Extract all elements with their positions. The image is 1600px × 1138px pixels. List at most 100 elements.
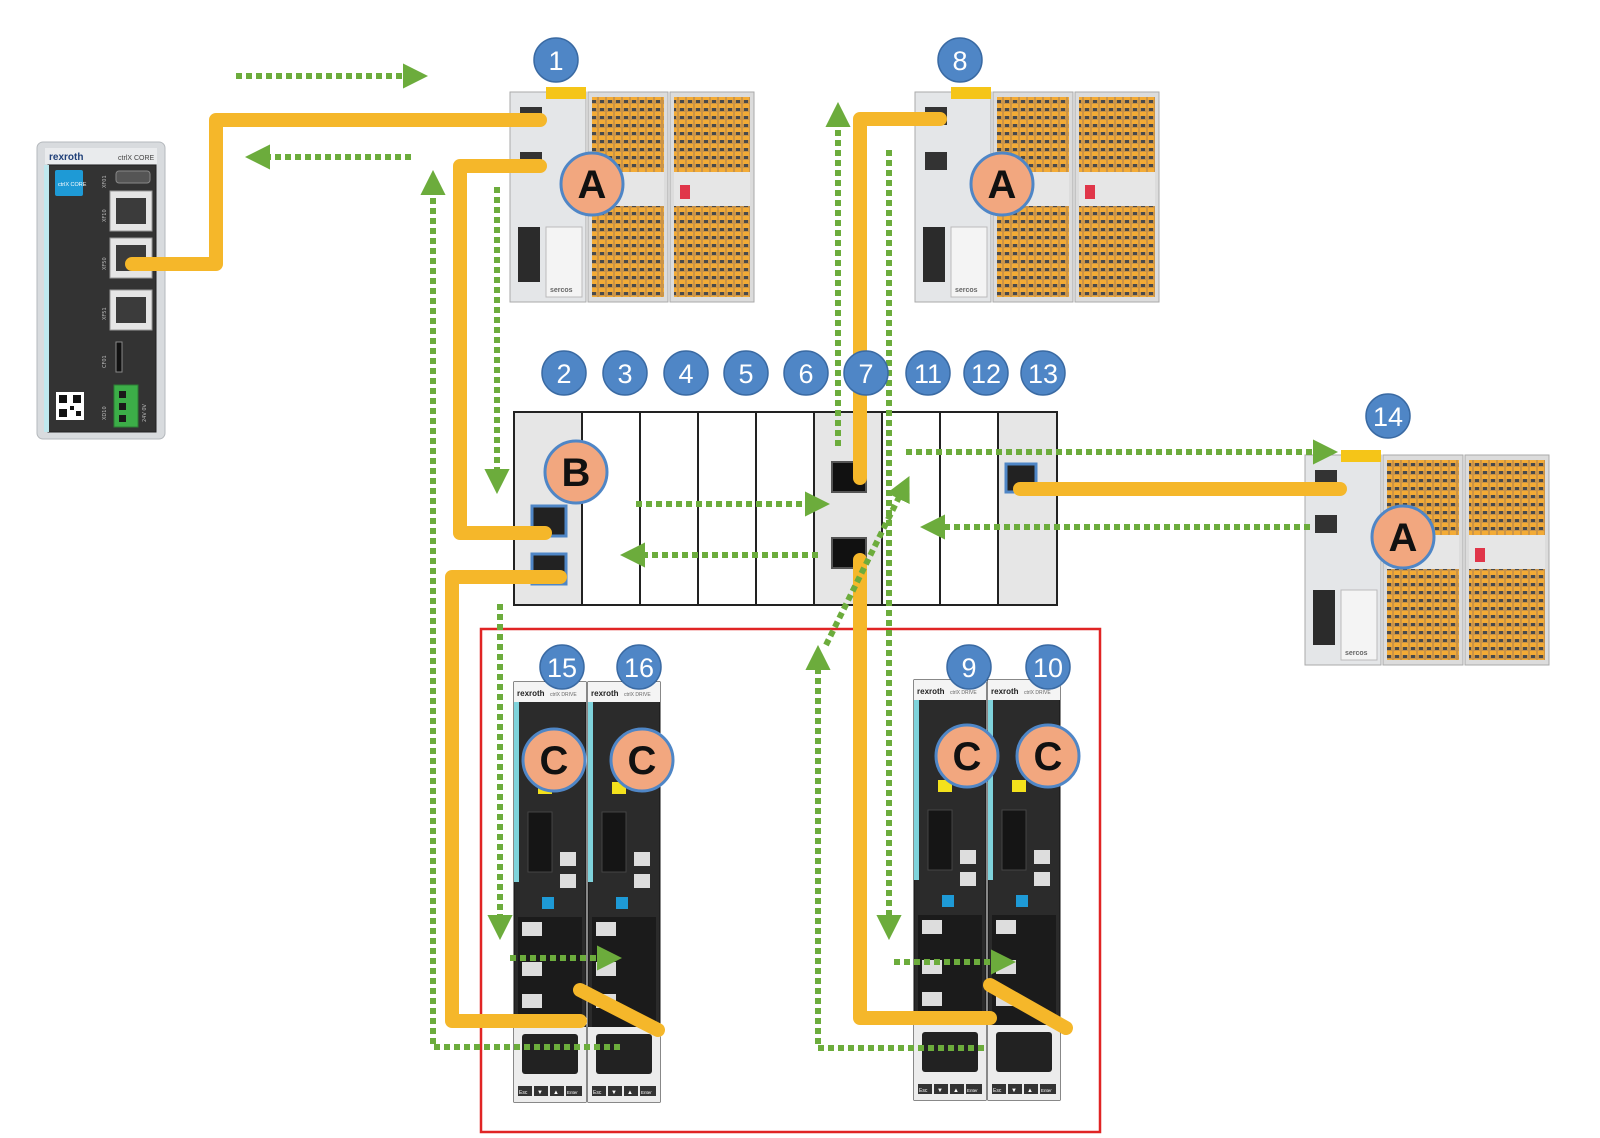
drive-model: ctrlX DRIVE xyxy=(624,692,651,698)
svg-text:6: 6 xyxy=(798,359,813,389)
svg-text:8: 8 xyxy=(952,46,967,76)
drive-key-enter: Enter xyxy=(1041,1088,1052,1093)
controller-model: ctrlX CORE xyxy=(118,155,155,162)
io-module-8: sercos xyxy=(914,87,1160,303)
drive-key-enter: Enter xyxy=(967,1088,978,1093)
controller-port-labels: XF01 XF10 XF50 XF51 CF01 XD10 24V 0V xyxy=(102,175,148,422)
svg-text:12: 12 xyxy=(971,359,1001,389)
drive-group-highlight-box xyxy=(479,627,1102,1134)
number-badge-slot-12: 12 xyxy=(963,350,1009,396)
io-module-brand: sercos xyxy=(955,287,978,294)
number-badge-slot-13: 13 xyxy=(1020,350,1066,396)
data-flow-arrows xyxy=(236,63,1339,1051)
number-badge-8: 8 xyxy=(937,37,983,83)
drive-key-up: ▲ xyxy=(627,1090,633,1096)
svg-text:2: 2 xyxy=(556,359,571,389)
drive-key-down: ▼ xyxy=(611,1090,617,1096)
svg-text:C: C xyxy=(1034,735,1063,779)
ctrlx-core-controller: rexroth ctrlX CORE ctrlX CORE xyxy=(36,141,166,440)
drive-key-down: ▼ xyxy=(1011,1088,1017,1094)
letter-badge-c-drive-15: C xyxy=(521,727,587,793)
drive-key-enter: Enter xyxy=(567,1090,578,1095)
flow-arrow-drives-return xyxy=(805,644,984,1051)
drive-model: ctrlX DRIVE xyxy=(550,692,577,698)
port-label-xf50: XF50 xyxy=(102,257,108,270)
usb-c-port xyxy=(115,170,151,184)
cable-drive-15-to-16 xyxy=(573,983,665,1037)
drive-brand: rexroth xyxy=(917,687,945,696)
flow-arrow-return-up-left xyxy=(420,169,620,1050)
drive-brand: rexroth xyxy=(591,689,619,698)
number-badge-slot-3: 3 xyxy=(602,350,648,396)
drive-key-esc: Esc xyxy=(519,1090,528,1096)
rack-slot-13 xyxy=(997,411,1058,606)
svg-text:14: 14 xyxy=(1373,402,1403,432)
number-badge-16: 16 xyxy=(616,644,662,690)
number-badge-slot-7: 7 xyxy=(843,350,889,396)
letter-badge-a-io8: A xyxy=(969,151,1035,217)
number-badge-10: 10 xyxy=(1025,644,1071,690)
letter-badge-a-io1: A xyxy=(559,151,625,217)
cable-io1-to-rack-b xyxy=(453,159,552,540)
drive-model: ctrlX DRIVE xyxy=(1024,690,1051,696)
port-label-cf01: CF01 xyxy=(102,355,108,368)
controller-brand: rexroth xyxy=(49,152,83,163)
svg-text:10: 10 xyxy=(1033,653,1063,683)
drive-key-enter: Enter xyxy=(641,1090,652,1095)
ethernet-cables xyxy=(125,112,1347,1037)
letter-badge-b-rack: B xyxy=(543,439,609,505)
svg-text:13: 13 xyxy=(1028,359,1058,389)
rack-slot-7 xyxy=(813,411,883,606)
number-badge-slot-5: 5 xyxy=(723,350,769,396)
power-label: 24V 0V xyxy=(142,403,148,422)
svg-text:B: B xyxy=(562,451,591,495)
svg-text:5: 5 xyxy=(738,359,753,389)
ctrlx-logo-icon xyxy=(55,170,83,196)
number-badge-9: 9 xyxy=(946,644,992,690)
number-badge-slot-6: 6 xyxy=(783,350,829,396)
drive-brand: rexroth xyxy=(517,689,545,698)
svg-text:15: 15 xyxy=(547,653,577,683)
svg-text:C: C xyxy=(628,739,657,783)
drive-key-up: ▲ xyxy=(553,1090,559,1096)
number-badge-slot-2: 2 xyxy=(541,350,587,396)
cable-controller-to-io1 xyxy=(125,113,547,271)
drive-key-esc: Esc xyxy=(919,1088,928,1094)
drive-key-down: ▼ xyxy=(537,1090,543,1096)
number-badge-slot-11: 11 xyxy=(905,350,951,396)
drive-model: ctrlX DRIVE xyxy=(950,690,977,696)
letter-badge-c-drive-9: C xyxy=(934,723,1000,789)
svg-text:3: 3 xyxy=(617,359,632,389)
drive-key-up: ▲ xyxy=(1027,1088,1033,1094)
svg-text:9: 9 xyxy=(961,653,976,683)
cable-rack-7-to-drive-9 xyxy=(853,553,997,1025)
svg-text:C: C xyxy=(540,739,569,783)
drive-key-esc: Esc xyxy=(593,1090,602,1096)
number-badge-slot-4: 4 xyxy=(663,350,709,396)
drive-key-esc: Esc xyxy=(993,1088,1002,1094)
number-badge-1: 1 xyxy=(533,37,579,83)
io-module-brand: sercos xyxy=(1345,650,1368,657)
drive-key-up: ▲ xyxy=(953,1088,959,1094)
svg-text:A: A xyxy=(1389,516,1418,560)
svg-text:16: 16 xyxy=(624,653,654,683)
port-label-xf01: XF01 xyxy=(102,175,108,188)
letter-badge-a-io14: A xyxy=(1370,504,1436,570)
svg-text:A: A xyxy=(988,163,1017,207)
cable-drive-9-to-10 xyxy=(983,978,1073,1035)
rack xyxy=(513,411,1058,606)
controller-logo-text: ctrlX CORE xyxy=(58,182,87,188)
number-badge-14: 14 xyxy=(1365,393,1411,439)
svg-text:1: 1 xyxy=(548,46,563,76)
port-label-xf51: XF51 xyxy=(102,307,108,320)
svg-text:7: 7 xyxy=(858,359,873,389)
svg-text:11: 11 xyxy=(914,359,942,389)
svg-text:4: 4 xyxy=(678,359,693,389)
svg-text:A: A xyxy=(578,163,607,207)
sd-card-slot xyxy=(115,341,123,373)
number-badge-15: 15 xyxy=(539,644,585,690)
port-label-xf10: XF10 xyxy=(102,209,108,222)
io-module-brand: sercos xyxy=(550,287,573,294)
drive-key-down: ▼ xyxy=(937,1088,943,1094)
